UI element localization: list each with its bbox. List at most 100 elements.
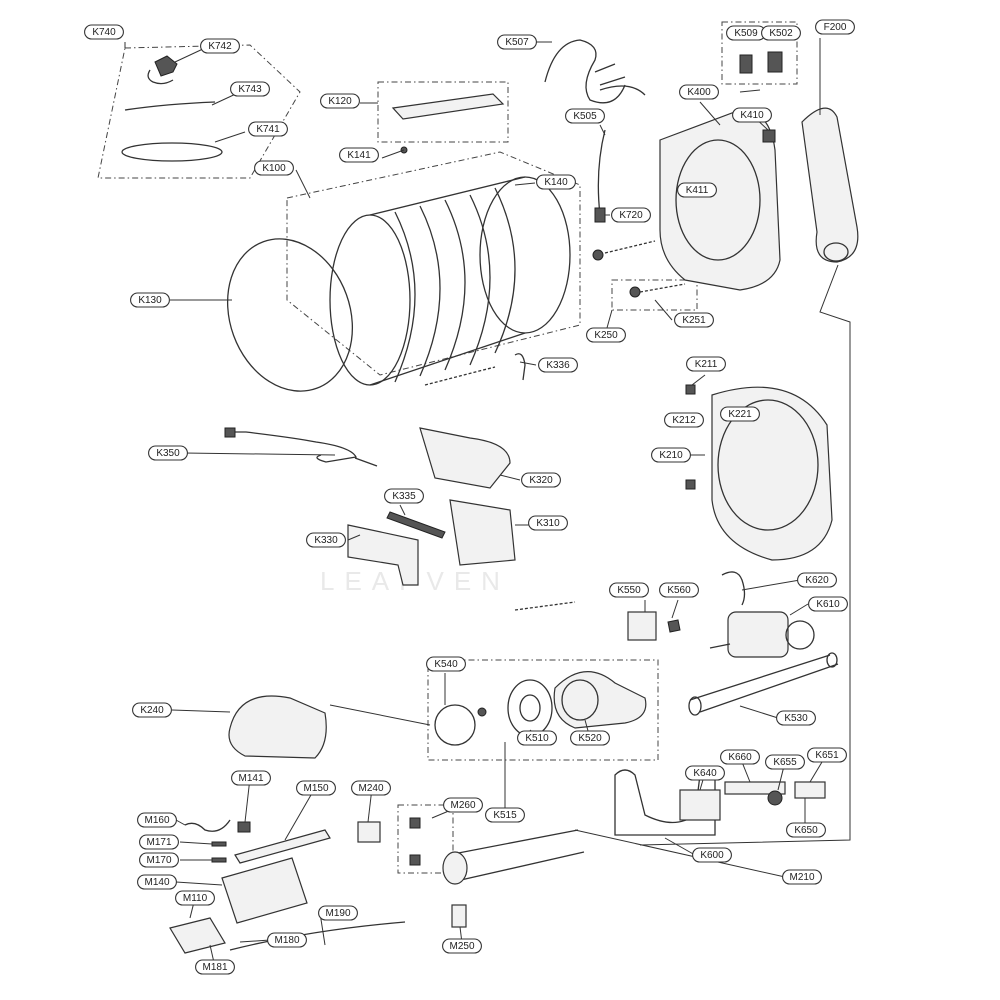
- motor-part: [709, 611, 815, 658]
- callout-bubble: [692, 847, 732, 863]
- callout-bubble: [732, 107, 772, 123]
- callout-k141: K141: [339, 147, 379, 163]
- callout-bubble: [686, 356, 726, 372]
- callout-k410: K410: [732, 107, 772, 123]
- callout-label: M141: [238, 773, 263, 784]
- callout-label: M171: [146, 837, 171, 848]
- callout-bubble: [426, 656, 466, 672]
- callout-m190: M190: [318, 905, 358, 921]
- callout-label: K742: [208, 41, 232, 52]
- igniter-part-2: [409, 854, 421, 866]
- callout-label: K210: [659, 450, 683, 461]
- callout-bubble: [536, 174, 576, 190]
- callout-bubble: [679, 84, 719, 100]
- callout-label: K540: [434, 659, 458, 670]
- callout-m141: M141: [231, 770, 271, 786]
- callout-bubble: [384, 488, 424, 504]
- callout-k740: K740: [84, 24, 124, 40]
- callout-label: K310: [536, 518, 560, 529]
- callout-bubble: [565, 108, 605, 124]
- callout-label: K140: [544, 177, 568, 188]
- callout-bubble: [137, 812, 177, 828]
- callout-label: K743: [238, 84, 262, 95]
- callout-bubble: [139, 852, 179, 868]
- callout-bubble: [609, 582, 649, 598]
- callout-label: K650: [794, 825, 818, 836]
- callout-bubble: [306, 532, 346, 548]
- callout-bubble: [254, 160, 294, 176]
- callout-k210: K210: [651, 447, 691, 463]
- control-panel-part: [801, 107, 859, 263]
- callout-bubble: [586, 327, 626, 343]
- switch-part-2: [767, 51, 783, 73]
- callout-bubble: [521, 472, 561, 488]
- callout-label: K212: [672, 415, 696, 426]
- callout-k120: K120: [320, 93, 360, 109]
- callout-k550: K550: [609, 582, 649, 598]
- callout-label: K720: [619, 210, 643, 221]
- callout-bubble: [765, 754, 805, 770]
- callout-m240: M240: [351, 780, 391, 796]
- wire-b-part: [184, 819, 231, 832]
- callout-label: K520: [578, 733, 602, 744]
- callout-label: K100: [262, 163, 286, 174]
- clip-part-2: [685, 479, 696, 490]
- idler-part: [667, 619, 681, 633]
- callout-label: K251: [682, 315, 706, 326]
- callout-label: K651: [815, 750, 839, 761]
- callout-k640: K640: [685, 765, 725, 781]
- callout-label: K530: [784, 713, 808, 724]
- leader-lines: [124, 38, 851, 968]
- callout-bubble: [528, 515, 568, 531]
- bearing-stack-mid: [629, 283, 686, 298]
- callout-bubble: [318, 905, 358, 921]
- spring-d-part: [211, 857, 227, 863]
- callout-m260: M260: [443, 797, 483, 813]
- callout-label: K335: [392, 491, 416, 502]
- gas-tube-part: [229, 921, 406, 951]
- callout-bubble: [175, 890, 215, 906]
- callout-k507: K507: [497, 34, 537, 50]
- callout-k651: K651: [807, 747, 847, 763]
- callout-k720: K720: [611, 207, 651, 223]
- callout-label: M160: [144, 815, 169, 826]
- callout-label: F200: [824, 22, 847, 33]
- callout-bubble: [320, 93, 360, 109]
- callout-k250: K250: [586, 327, 626, 343]
- callout-label: K130: [138, 295, 162, 306]
- callout-bubble: [786, 822, 826, 838]
- callout-bubble: [538, 357, 578, 373]
- bearing-stack-lower: [514, 601, 576, 611]
- callout-label: K320: [529, 475, 553, 486]
- callout-label: K250: [594, 330, 618, 341]
- switch-part-1: [739, 54, 753, 74]
- callout-k350: K350: [148, 445, 188, 461]
- callout-label: K330: [314, 535, 338, 546]
- callout-bubble: [497, 34, 537, 50]
- callout-k140: K140: [536, 174, 576, 190]
- callout-k221: K221: [720, 406, 760, 422]
- callout-label: K610: [816, 599, 840, 610]
- idler-pulley-part: [767, 790, 783, 806]
- callout-bubble: [664, 412, 704, 428]
- callout-label: K120: [328, 96, 352, 107]
- callout-label: K502: [769, 28, 793, 39]
- callout-bubble: [296, 780, 336, 796]
- callout-k540: K540: [426, 656, 466, 672]
- callout-label: K221: [728, 409, 752, 420]
- callout-k530: K530: [776, 710, 816, 726]
- callout-label: K211: [695, 359, 718, 370]
- callout-bubble: [677, 182, 717, 198]
- callout-k211: K211: [686, 356, 726, 372]
- callout-bubble: [132, 702, 172, 718]
- idler-shaft-part: [794, 781, 826, 799]
- callout-label: K350: [156, 448, 180, 459]
- drum-front-ring-part: [226, 238, 354, 392]
- long-hose-part: [121, 142, 223, 162]
- callout-label: K509: [734, 28, 758, 39]
- gasket-part: [434, 704, 476, 746]
- callout-m110: M110: [175, 890, 215, 906]
- callout-k660: K660: [720, 749, 760, 765]
- callout-m150: M150: [296, 780, 336, 796]
- callout-m210: M210: [782, 869, 822, 885]
